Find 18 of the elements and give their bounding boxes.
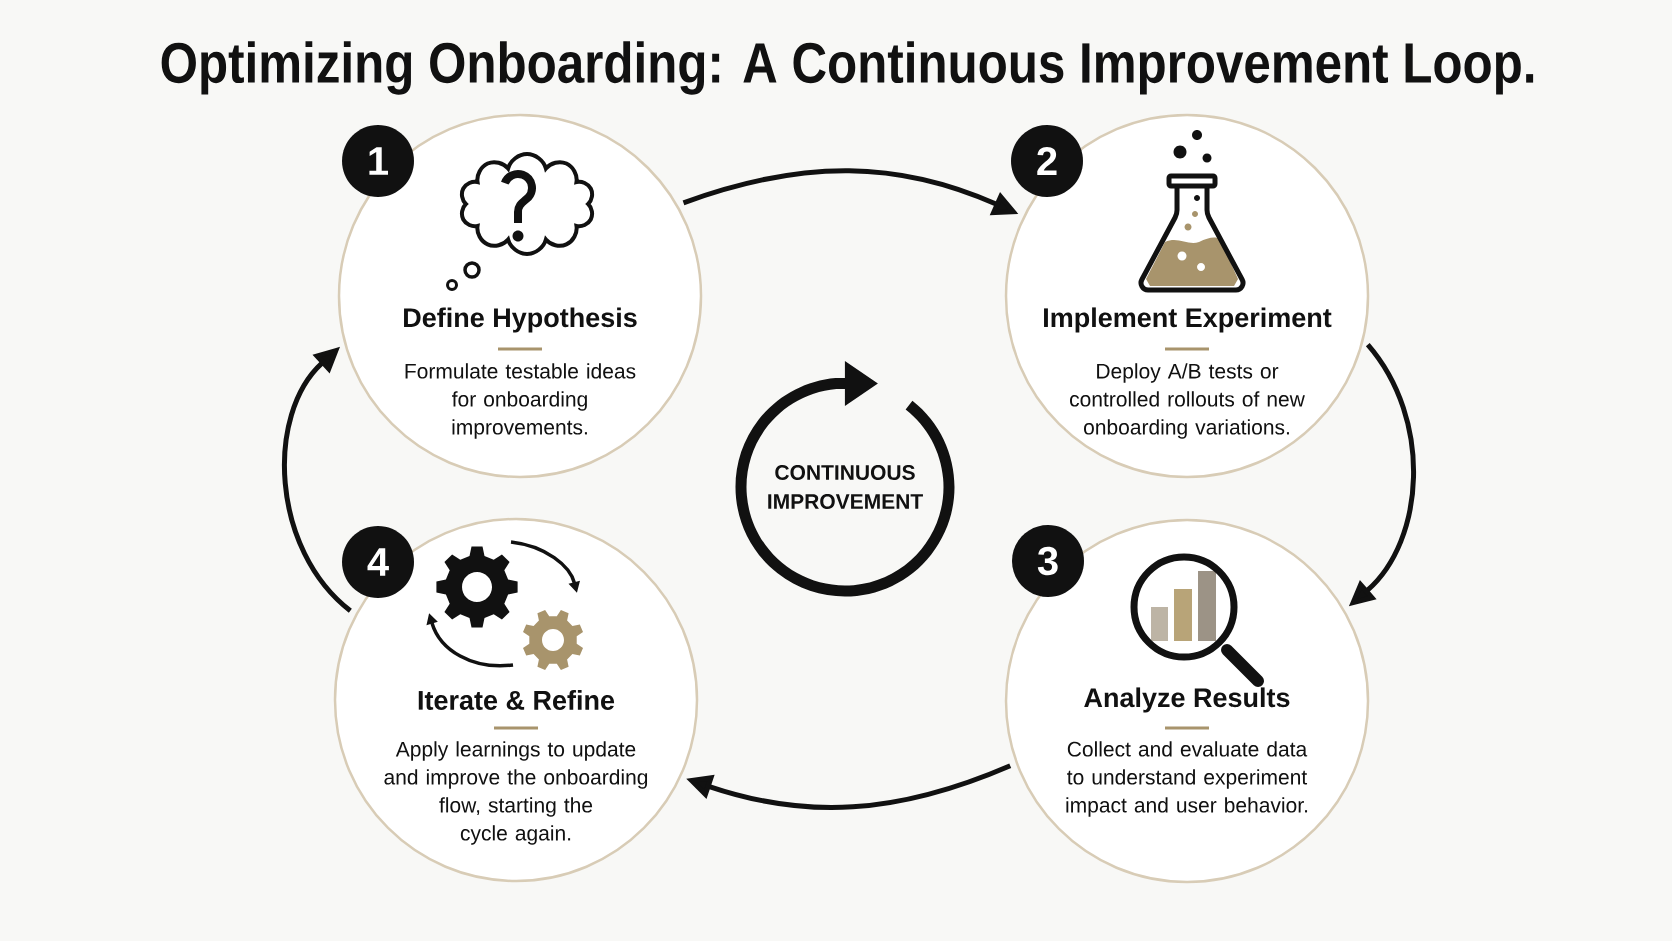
number-badge: 4 (342, 526, 414, 598)
step-circle (1004, 518, 1370, 884)
step-title: Analyze Results (1084, 687, 1290, 713)
step-description: Apply learnings to update and improve the onboarding flow, starting the cycle again. (384, 741, 648, 845)
step-title: Define Hypothesis (404, 307, 637, 333)
title: Optimizing Onboarding: A Continuous Improvement Loop. (161, 41, 1534, 95)
step-description: Formulate testable ideas for onboarding improvements. (405, 363, 636, 439)
number-badge: 2 (1011, 125, 1083, 197)
step-title: Iterate & Refine (418, 690, 615, 710)
number-badge: 1 (342, 125, 414, 197)
step-description: Collect and evaluate data to understand experiment impact and user behavior. (1066, 741, 1308, 817)
step-description: Deploy A/B tests or controlled rollouts of new onboarding variations. (1070, 363, 1305, 439)
step-circle (333, 517, 699, 883)
step-circle (1004, 113, 1370, 479)
number-badge: 3 (1012, 525, 1084, 597)
center-label: CONTINUOUS IMPROVEMENT (768, 465, 923, 509)
step-circle (337, 113, 703, 479)
step-title: Implement Experiment (1044, 307, 1332, 333)
